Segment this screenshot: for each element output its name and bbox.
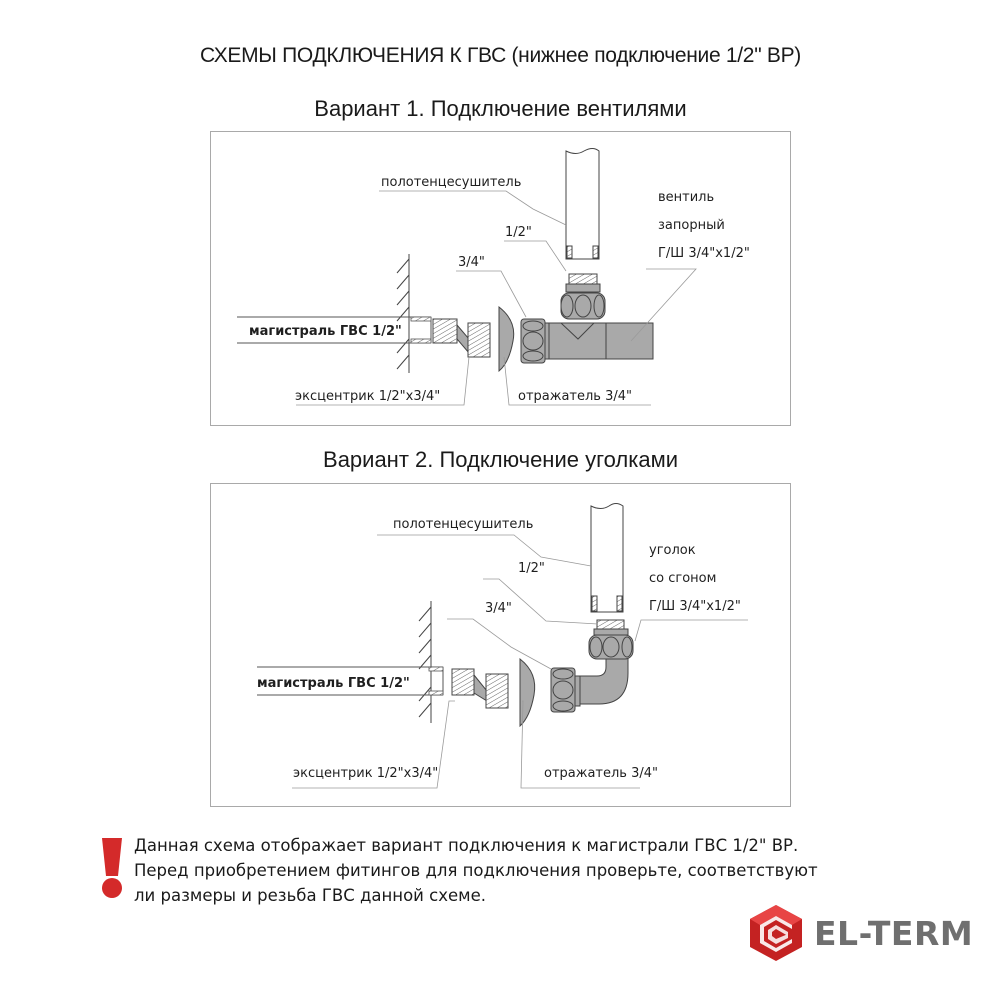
main-pipe — [237, 316, 432, 344]
variant1-diagram: магистраль ГВС 1/2" — [237, 148, 750, 406]
wall-hatch — [396, 254, 410, 373]
page-title: СХЕМЫ ПОДКЛЮЧЕНИЯ К ГВС (нижнее подключе… — [200, 44, 801, 67]
reflector-label: отражатель 3/4" — [544, 766, 658, 781]
notice-text: Данная схема отображает вариант подключе… — [134, 833, 818, 908]
valve-label-line1: вентиль — [658, 190, 714, 205]
brand-name: EL-TERM — [814, 913, 974, 953]
half-inch-label: 1/2" — [518, 561, 545, 576]
notice-line-2: Перед приобретением фитингов для подключ… — [134, 861, 818, 880]
valve-label-line3: Г/Ш 3/4"х1/2" — [658, 246, 750, 261]
reflector-part — [519, 657, 536, 728]
variant2-diagram-panel: магистраль ГВС 1/2" — [210, 483, 791, 807]
three-quarter-label: 3/4" — [485, 601, 512, 616]
eccentric-part — [451, 668, 509, 709]
elbow-label-line2: со сгоном — [649, 571, 716, 586]
variant1-title: Вариант 1. Подключение вентилями — [314, 96, 687, 121]
main-line-label: магистраль ГВС 1/2" — [249, 324, 402, 339]
three-quarter-label: 3/4" — [458, 255, 485, 270]
reflector-part — [498, 305, 515, 373]
towel-dryer-pipe — [590, 503, 624, 613]
elbow-fitting — [550, 619, 634, 713]
towel-dryer-label: полотенцесушитель — [393, 517, 533, 532]
el-term-logo-icon — [750, 905, 802, 961]
brand-logo: EL-TERM — [748, 903, 973, 963]
shutoff-valve — [520, 273, 654, 364]
leader-lines — [296, 190, 697, 406]
variant2-title: Вариант 2. Подключение уголками — [323, 447, 678, 472]
towel-dryer-pipe — [565, 148, 600, 260]
eccentric-label: эксцентрик 1/2"х3/4" — [293, 766, 438, 781]
elbow-label-line1: уголок — [649, 543, 696, 558]
notice-line-1: Данная схема отображает вариант подключе… — [134, 836, 799, 855]
valve-label-line2: запорный — [658, 218, 725, 233]
wall-hatch — [418, 601, 432, 723]
elbow-label-line3: Г/Ш 3/4"х1/2" — [649, 599, 741, 614]
variant1-diagram-panel: магистраль ГВС 1/2" — [210, 131, 791, 426]
notice-line-3: ли размеры и резьба ГВС данной схеме. — [134, 886, 486, 905]
eccentric-part — [432, 318, 491, 358]
reflector-label: отражатель 3/4" — [518, 389, 632, 404]
half-inch-label: 1/2" — [505, 225, 532, 240]
main-line-label: магистраль ГВС 1/2" — [257, 676, 410, 691]
eccentric-label: эксцентрик 1/2"х3/4" — [295, 389, 440, 404]
leader-lines — [292, 534, 748, 789]
towel-dryer-label: полотенцесушитель — [381, 175, 521, 190]
exclamation-icon — [102, 838, 122, 898]
main-pipe — [257, 666, 444, 696]
variant2-diagram: магистраль ГВС 1/2" — [257, 503, 748, 789]
